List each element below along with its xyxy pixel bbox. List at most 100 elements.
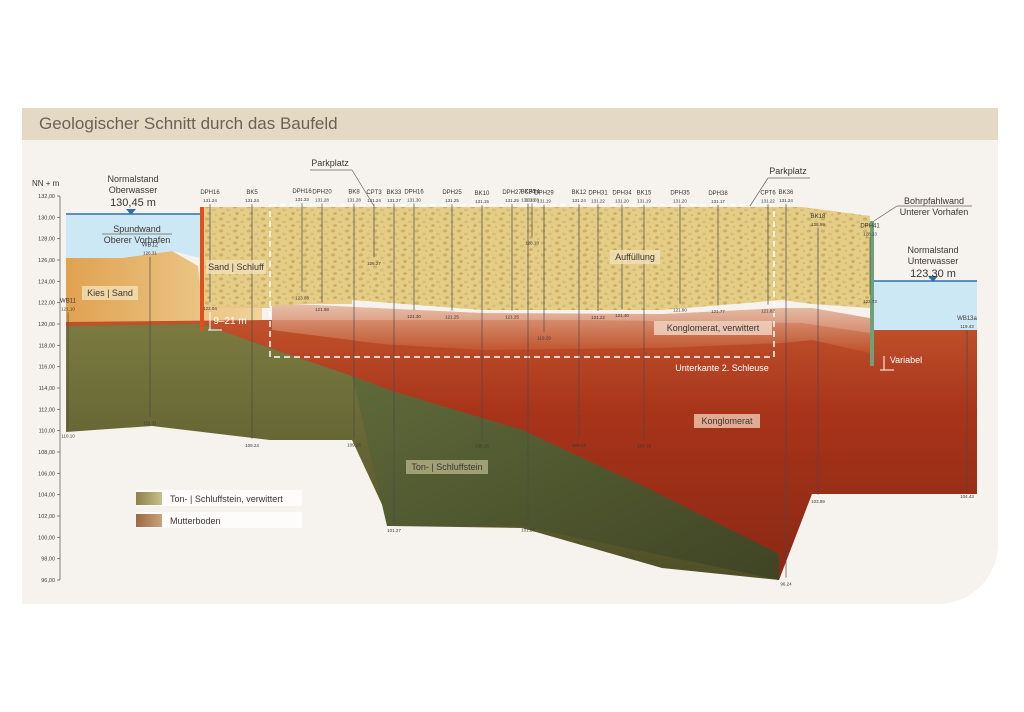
y-tick-label: 132,00 bbox=[38, 194, 55, 200]
bohrpfahlwand-sub-label: Unterer Vorhafen bbox=[900, 207, 969, 217]
borehole-top-elevation: 131.19 bbox=[637, 199, 651, 204]
ton-schluffstein-lower bbox=[352, 376, 779, 580]
unterwasser bbox=[870, 281, 977, 330]
borehole-name: DPH38 bbox=[708, 191, 728, 197]
y-tick-label: 104,00 bbox=[38, 493, 55, 499]
borehole-top-elevation: 131.19 bbox=[537, 199, 551, 204]
borehole-bottom-elevation: 101.28 bbox=[521, 528, 535, 533]
kies-sand-layer bbox=[66, 251, 262, 322]
y-tick-label: 116,00 bbox=[39, 365, 55, 371]
kies-sand-label: Kies | Sand bbox=[87, 288, 133, 298]
y-tick-label: 120,00 bbox=[38, 322, 55, 328]
konglomerat-verwittert-layer bbox=[272, 303, 870, 353]
borehole-bottom-elevation: 121.40 bbox=[615, 313, 629, 318]
borehole-bottom-elevation: 109.24 bbox=[245, 443, 259, 448]
borehole-bottom-elevation: 121.25 bbox=[505, 315, 519, 320]
borehole-top-elevation: 131.30 bbox=[407, 197, 421, 202]
y-tick-label: 100,00 bbox=[38, 535, 55, 541]
borehole-top-elevation: 131.28 bbox=[525, 198, 539, 203]
borehole-name: DPH31 bbox=[588, 190, 608, 196]
borehole-bottom-elevation: 121.30 bbox=[407, 314, 421, 319]
borehole-bottom-elevation: 110.10 bbox=[61, 434, 75, 439]
borehole-top-elevation: 131.27 bbox=[387, 198, 401, 203]
borehole-name: DPH35 bbox=[670, 191, 690, 197]
borehole-top-elevation: 131.22 bbox=[761, 198, 775, 203]
borehole-name: DPH16 bbox=[200, 190, 220, 196]
y-tick-label: 98,00 bbox=[41, 557, 55, 563]
unterkante-label: Unterkante 2. Schleuse bbox=[675, 363, 769, 373]
borehole-top-elevation: 131.25 bbox=[445, 198, 459, 203]
oberwasser-title: Normalstand bbox=[107, 174, 158, 184]
borehole-name: WB12 bbox=[142, 243, 159, 249]
konglomerat-verwittert-label: Konglomerat, verwittert bbox=[667, 323, 760, 333]
borehole-top-elevation: 131.20 bbox=[673, 199, 687, 204]
borehole-name: CPT3 bbox=[366, 190, 382, 196]
bohrpfahlwand-wall bbox=[870, 221, 874, 366]
y-tick-label: 130,00 bbox=[38, 215, 55, 221]
borehole-bottom-elevation: 109.19 bbox=[637, 443, 651, 448]
borehole-top-elevation: 131.28 bbox=[315, 198, 329, 203]
borehole-bottom-elevation: 121.82 bbox=[761, 309, 775, 314]
borehole-bottom-elevation: 126.27 bbox=[367, 261, 381, 266]
borehole-top-elevation: 131.20 bbox=[615, 199, 629, 204]
variabel-label: Variabel bbox=[890, 355, 922, 365]
borehole-top-elevation: 131.24 bbox=[572, 198, 586, 203]
y-tick-label: 122,00 bbox=[38, 301, 55, 307]
y-axis-label: NN + m bbox=[32, 179, 60, 188]
borehole-name: BK10 bbox=[475, 191, 490, 197]
borehole-bottom-elevation: 121.98 bbox=[315, 307, 329, 312]
ton-schluffstein-label: Ton- | Schluffstein bbox=[411, 462, 482, 472]
borehole-top-elevation: 131.24 bbox=[203, 198, 217, 203]
y-tick-label: 118,00 bbox=[39, 343, 55, 349]
water-level-marker-right bbox=[928, 276, 938, 282]
title-bar: Geologischer Schnitt durch das Baufeld bbox=[22, 108, 998, 140]
borehole-name: BK36 bbox=[779, 190, 794, 196]
y-tick-label: 102,00 bbox=[38, 514, 55, 520]
borehole-name: BK33 bbox=[387, 190, 402, 196]
borehole-name: DPH27 bbox=[502, 190, 522, 196]
spundwand-label: Spundwand bbox=[113, 224, 161, 234]
borehole-top-elevation: 128.13 bbox=[863, 231, 877, 236]
spundwand-wall bbox=[200, 207, 204, 331]
y-tick-label: 128,00 bbox=[38, 237, 55, 243]
borehole-name: BK18 bbox=[811, 214, 826, 220]
borehole-name: DPH41 bbox=[860, 223, 880, 229]
parkplatz-left-label: Parkplatz bbox=[311, 158, 349, 168]
y-tick-label: 112,00 bbox=[39, 407, 55, 413]
borehole-name: BK12 bbox=[572, 190, 587, 196]
schleuse-outline bbox=[269, 204, 775, 358]
y-tick-label: 108,00 bbox=[38, 450, 55, 456]
depth-range-label: 9–21 m bbox=[213, 316, 246, 327]
legend-swatch-mutterboden bbox=[136, 514, 162, 527]
borehole-bottom-elevation: 122.73 bbox=[863, 299, 877, 304]
borehole-name: DPH20 bbox=[312, 190, 332, 196]
borehole-bottom-elevation: 96.24 bbox=[780, 581, 792, 586]
legend-label-mutterboden: Mutterboden bbox=[170, 516, 221, 526]
unterwasser-title: Normalstand bbox=[907, 245, 958, 255]
borehole-top-elevation: 131.15 bbox=[475, 199, 489, 204]
borehole-top-elevation: 131.33 bbox=[295, 197, 309, 202]
borehole-top-elevation: 131.24 bbox=[779, 198, 793, 203]
borehole-name: BK8 bbox=[348, 190, 360, 196]
borehole-bottom-elevation: 101.27 bbox=[387, 528, 401, 533]
auffuellung-label: Auffüllung bbox=[615, 252, 655, 262]
borehole-bottom-elevation: 119.29 bbox=[537, 336, 551, 341]
borehole-name: DPH16 bbox=[404, 189, 424, 195]
auffuellung-layer bbox=[202, 207, 870, 310]
borehole-name: CPT6 bbox=[760, 190, 776, 196]
legend-label-ton: Ton- | Schluffstein, verwittert bbox=[170, 494, 283, 504]
borehole-top-elevation: 119.43 bbox=[960, 324, 974, 329]
borehole-name: BK34 bbox=[521, 190, 536, 196]
borehole-top-elevation: 131.25 bbox=[505, 198, 519, 203]
legend-swatch-ton bbox=[136, 492, 162, 505]
borehole-name: BK5 bbox=[246, 190, 258, 196]
borehole-top-elevation: 128.99 bbox=[811, 222, 825, 227]
borehole-bottom-elevation: 111.31 bbox=[143, 421, 157, 426]
page-title: Geologischer Schnitt durch das Baufeld bbox=[39, 114, 338, 133]
section-panel: Geologischer Schnitt durch das Baufeld bbox=[22, 108, 998, 604]
borehole-name: DPH16 bbox=[292, 189, 312, 195]
unterwasser-sub: Unterwasser bbox=[908, 256, 959, 266]
unterwasser-value: 123,30 m bbox=[910, 268, 956, 280]
borehole-top-elevation: 121.10 bbox=[61, 306, 75, 311]
borehole-name: WB13a bbox=[957, 316, 977, 322]
